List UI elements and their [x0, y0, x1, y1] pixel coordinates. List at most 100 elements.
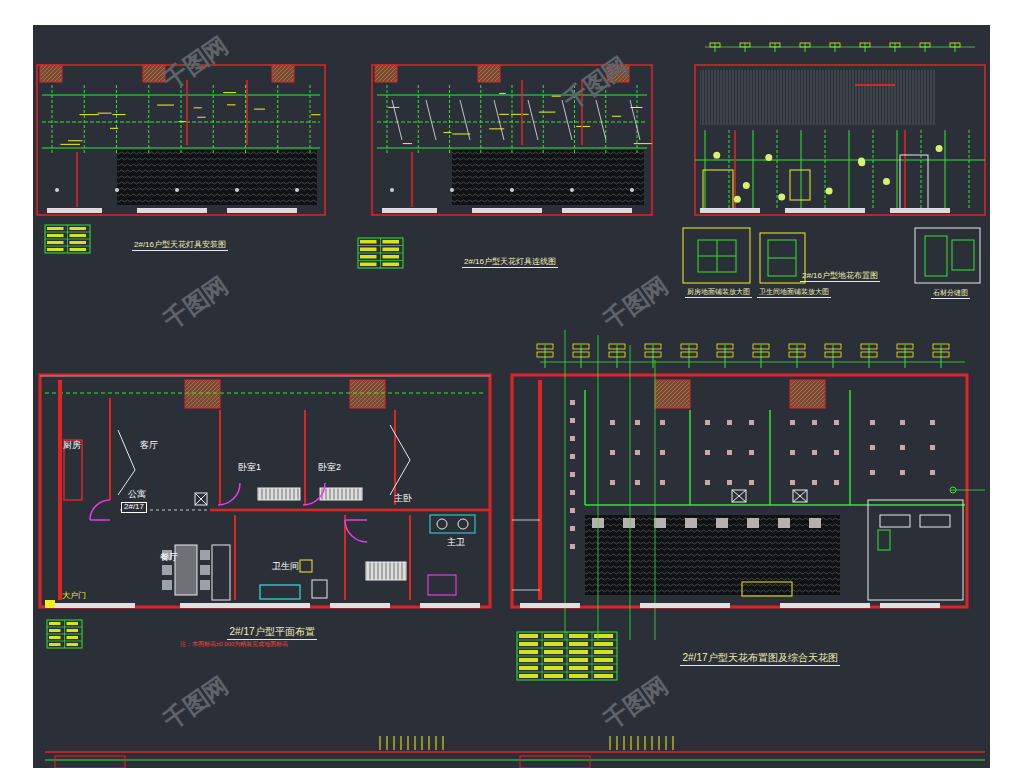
beam: [272, 65, 294, 82]
downlight: [790, 450, 795, 455]
downlight: [900, 420, 905, 425]
drawing-title: 2#/17户型天花布置图及综合天花图: [680, 652, 839, 666]
cad-line: [725, 345, 726, 368]
dim-mark: [740, 43, 750, 47]
cad-line: [617, 345, 618, 368]
fixture: [55, 188, 59, 192]
vent: [793, 490, 807, 502]
wall-outline: [512, 375, 967, 607]
cad-line: [401, 736, 402, 750]
wardrobe: [320, 488, 362, 500]
legend-cell: [569, 666, 588, 670]
toilet-area: [428, 575, 456, 595]
legend-table: [517, 632, 617, 680]
dim-mark: [861, 344, 877, 349]
cad-line: [581, 345, 582, 368]
cad-line: [969, 130, 970, 210]
drawing-title: 2#/16户型天花灯具安装图: [132, 240, 228, 251]
cad-line: [705, 47, 975, 48]
door-swing: [303, 483, 325, 505]
cad-line: [955, 43, 956, 52]
legend-cell: [360, 240, 377, 244]
cad-line: [745, 43, 746, 52]
cad-line: [494, 100, 504, 140]
light: [654, 518, 666, 528]
downlight: [790, 420, 795, 425]
cad-line: [777, 130, 778, 210]
downlight: [610, 450, 615, 455]
detail-frame: [915, 228, 980, 283]
cad-line: [592, 632, 593, 680]
downlight: [610, 420, 615, 425]
wardrobe: [258, 488, 300, 500]
dim-mark: [717, 344, 733, 349]
window: [45, 603, 135, 608]
cad-line: [408, 736, 409, 750]
cad-line: [110, 128, 118, 129]
fixture: [734, 196, 741, 203]
room-label: 主卧: [394, 494, 412, 504]
linework: [37, 43, 985, 768]
wall-outline: [40, 375, 490, 607]
detail-grid: [698, 240, 736, 272]
door-swing: [345, 520, 367, 542]
downlight: [812, 480, 817, 485]
fixture: [295, 188, 299, 192]
downlight: [930, 445, 935, 450]
cad-line: [304, 410, 306, 505]
kitchen-counter: [64, 440, 82, 500]
legend-cell: [383, 248, 400, 252]
cad-line: [98, 113, 112, 114]
legend-cell: [70, 248, 87, 251]
cad-line: [380, 238, 381, 268]
drawing-panel: 2#/17户型平面布置: [38, 368, 493, 643]
cad-line: [638, 736, 639, 750]
drawing-panel: 2#/17户型天花布置图及综合天花图: [508, 368, 970, 668]
fixture: [826, 188, 833, 195]
room-ceiling: [868, 500, 963, 600]
legend-cell: [67, 629, 79, 632]
dim-mark: [825, 344, 841, 349]
cad-line: [562, 100, 572, 140]
legend-table: [45, 225, 90, 253]
window: [47, 208, 102, 213]
cad-line: [499, 114, 509, 115]
wall-outline: [695, 65, 985, 215]
legend-cell: [569, 650, 588, 654]
legend-cell: [519, 666, 538, 670]
room-label: 主卫: [447, 538, 465, 548]
downlight: [570, 508, 575, 513]
dim-mark: [933, 344, 949, 349]
beam: [350, 380, 385, 408]
cad-line: [512, 520, 540, 521]
model-space: [33, 25, 990, 768]
cad-line: [60, 144, 80, 145]
legend-cell: [47, 234, 64, 237]
dim-mark: [609, 352, 625, 357]
detail-frame: [760, 233, 805, 283]
cad-line: [521, 80, 523, 145]
legend-cell: [519, 674, 538, 678]
light: [880, 515, 910, 527]
legend-table: [358, 238, 403, 268]
toilet: [312, 580, 327, 598]
window: [420, 603, 480, 608]
cad-line: [42, 147, 320, 148]
fixture: [510, 188, 514, 192]
legend-cell: [569, 674, 588, 678]
cad-line: [689, 410, 691, 505]
wall-outline: [37, 65, 325, 215]
basin: [458, 519, 468, 529]
cad-line: [512, 590, 540, 591]
cad-line: [905, 345, 906, 368]
legend-cell: [544, 642, 563, 646]
fixture: [115, 188, 119, 192]
legend-cell: [519, 642, 538, 646]
cad-line: [689, 345, 690, 368]
cad-line: [825, 130, 826, 210]
cad-line: [452, 133, 470, 134]
window: [780, 603, 870, 608]
downlight: [660, 480, 665, 485]
dim-mark: [897, 344, 913, 349]
